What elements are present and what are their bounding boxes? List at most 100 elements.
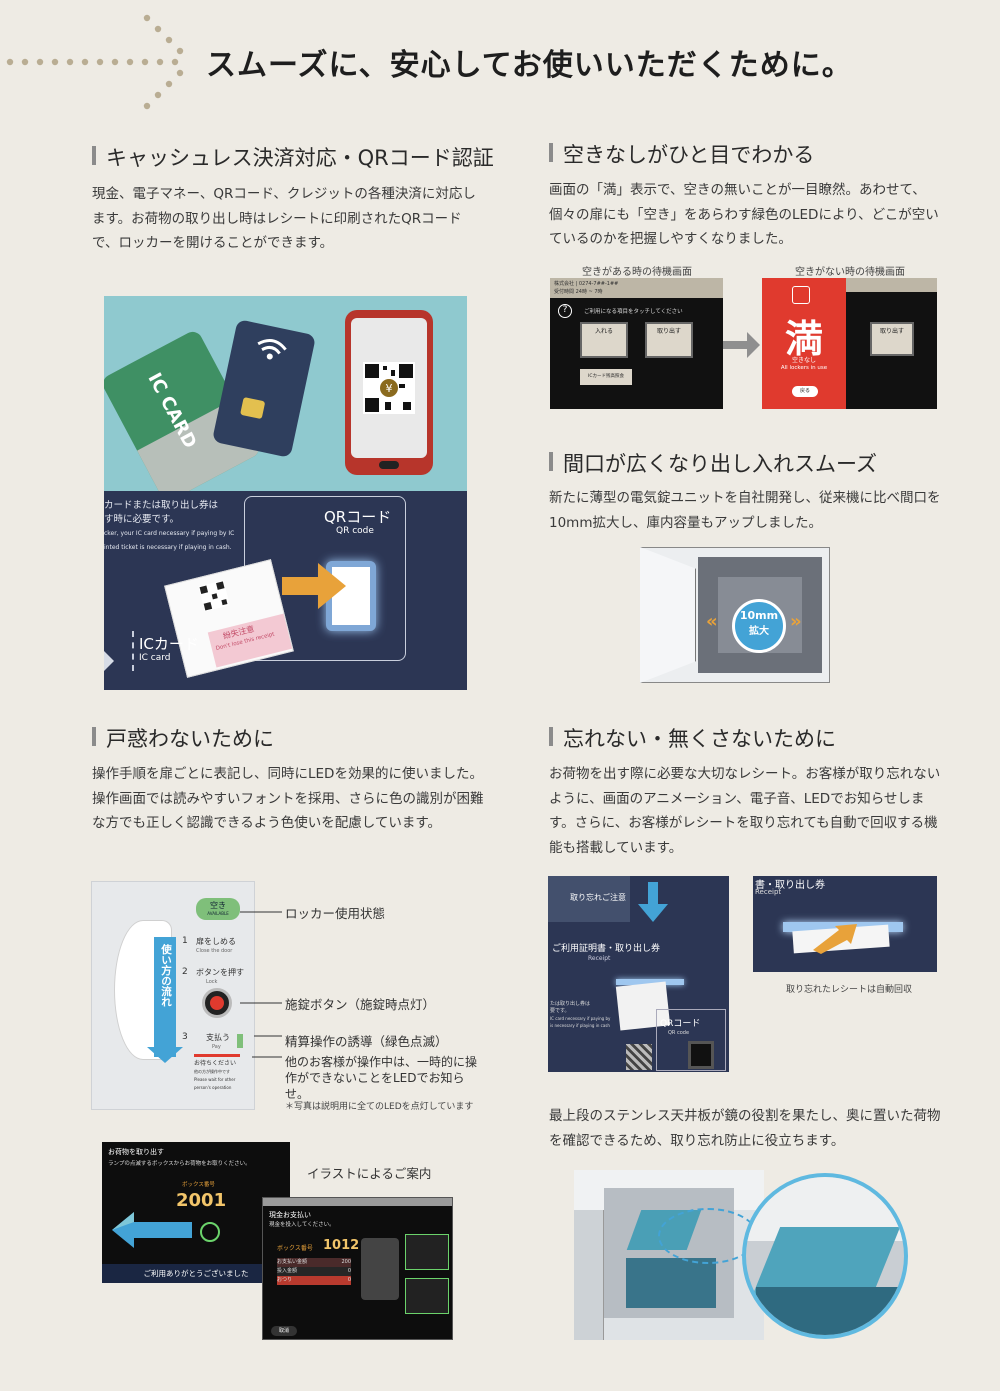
- screen-title: 現金お支払い: [269, 1211, 311, 1219]
- qr-code-icon: [626, 1044, 652, 1070]
- thanks-bar: ご利用ありがとうございました: [102, 1264, 290, 1283]
- step-label: 支払う: [206, 1033, 230, 1042]
- payment-machine-icon: [361, 1238, 399, 1300]
- status-label-jp: 空き: [210, 901, 226, 910]
- screen-sub: ランプの点滅するボックスからお荷物をお取りください。: [108, 1161, 251, 1167]
- insert-arrow-icon: [813, 924, 857, 954]
- pay-led: [237, 1034, 243, 1048]
- step-number: 1: [182, 936, 188, 946]
- locker-panel: カードまたは取り出し券は す時に必要です。 cker, your IC card…: [104, 491, 467, 690]
- photo-note: ＊写真は説明用に全てのLEDを点灯しています: [285, 1102, 474, 1112]
- screen-button-label: 入れる: [594, 328, 613, 335]
- mirror-ceiling-photo: [574, 1170, 764, 1340]
- status-led: 空き AVAILABLE: [196, 898, 240, 920]
- screen-available: 株式会社 | 0274-7##-1## 受付時間 24時 ~ 7時 ? ご利用に…: [550, 278, 723, 409]
- screen-button-label: 取り出す: [656, 328, 681, 335]
- photo-cashless-payment: IC CARD ¥ カードまたは取り出し券は す時に必要です。 cker, yo…: [104, 296, 467, 690]
- ticket-text: たは取り出し券は: [550, 1001, 591, 1007]
- panel-text-line: cker, your IC card necessary if paying b…: [104, 530, 235, 537]
- step-label-en: Pay: [212, 1044, 221, 1050]
- wait-label: お待ちください: [194, 1060, 237, 1067]
- screen-prompt: ご利用になる項目をタッチしてください: [584, 309, 683, 315]
- back-button[interactable]: 戻る: [792, 386, 818, 397]
- receipt-closeup-photo: 書・取り出し券 Receipt: [753, 876, 937, 972]
- ticket-text-en: is necessary if playing in cash: [550, 1023, 610, 1028]
- callout-lock: 施錠ボタン（施錠時点灯）: [285, 997, 436, 1012]
- callout-lines: [240, 911, 282, 1058]
- callout-status: ロッカー使用状態: [285, 906, 386, 921]
- panel-text-line: inted ticket is necessary if playing in …: [104, 544, 232, 551]
- locker-door-panel: 使い方の流れ 空き AVAILABLE 1 扉をしめる Close the do…: [91, 881, 255, 1110]
- svg-text:¥: ¥: [386, 382, 393, 395]
- pay-row-value: 0: [347, 1277, 351, 1283]
- mirror-zoom-circle: [742, 1173, 908, 1339]
- section-title-cashless: キャッシュレス決済対応・QRコード認証: [92, 142, 494, 172]
- insert-arrow-icon: [282, 563, 346, 609]
- pay-row: 投入金額 0: [277, 1267, 351, 1276]
- locker-opening-illustration: 10mm 拡大 « »: [640, 547, 830, 683]
- arrow-down-icon: [638, 882, 668, 922]
- screen-button-out[interactable]: 取り出す: [645, 322, 693, 358]
- step-label: ボタンを押す: [196, 968, 244, 977]
- step-label-en: Lock: [206, 979, 218, 985]
- pay-row-value: 0: [347, 1268, 351, 1274]
- section-title-guidance: 戸惑わないために: [92, 723, 274, 753]
- screen-button-ic[interactable]: ICカード残高照会: [580, 369, 632, 385]
- badge-top: 10mm: [739, 609, 779, 622]
- pay-row-value: 200: [341, 1259, 351, 1265]
- size-badge: 10mm 拡大: [732, 599, 786, 653]
- lock-button[interactable]: [202, 988, 232, 1018]
- receipt-label-en: Receipt: [588, 955, 611, 962]
- receipt-slot-photo: 取り忘れご注意 ご利用証明書・取り出し券 Receipt たは取り出し券は 要で…: [548, 876, 729, 1072]
- usage-flow-label: 使い方の流れ: [160, 944, 172, 1007]
- callout-busy: 他のお客様が操作中は、一時的に操作ができないことをLEDでお知らせ。: [285, 1055, 478, 1101]
- section-body-guidance: 操作手順を扉ごとに表記し、同時にLEDを効果的に使いました。操作画面では読みやす…: [92, 766, 484, 831]
- caption-available-screen: 空きがある時の待機画面: [582, 267, 692, 278]
- pay-row-label: 投入金額: [277, 1268, 298, 1274]
- arrow-left-icon: [112, 1212, 192, 1248]
- chevron-left-icon: «: [706, 611, 718, 632]
- box-label: ボックス番号: [182, 1182, 215, 1188]
- pay-row-label: お支払い金額: [277, 1259, 308, 1265]
- status-label-en: AVAILABLE: [207, 911, 229, 916]
- screen-title: お荷物を取り出す: [108, 1148, 164, 1156]
- step-label-en: Close the door: [196, 948, 233, 954]
- panel-text-line: す時に必要です。: [104, 514, 180, 525]
- qr-reader-label-en: QR code: [668, 1030, 690, 1036]
- step-number: 2: [182, 967, 188, 977]
- usage-flow-arrow: [154, 937, 176, 1057]
- chevron-right-icon: »: [790, 611, 802, 632]
- arrow-right-icon: [723, 332, 760, 358]
- locker-icon: [792, 286, 810, 304]
- pay-row: お支払い金額 200: [277, 1258, 351, 1267]
- closeup-label: 書・取り出し券: [755, 880, 825, 891]
- section-title-opening: 間口が広くなり出し入れスムーズ: [549, 448, 877, 478]
- screen-button-out[interactable]: 取り出す: [870, 322, 914, 356]
- qr-reader-label-en: QR code: [336, 526, 374, 536]
- section-body-opening: 新たに薄型の電気錠ユニットを自社開発し、従来機に比べ間口を10mm拡大し、庫内容…: [549, 490, 941, 531]
- help-icon[interactable]: ?: [558, 304, 572, 318]
- screen-takeout: お荷物を取り出す ランプの点滅するボックスからお荷物をお取りください。 ボックス…: [102, 1142, 290, 1283]
- wait-label: 他の方が操作中です: [194, 1069, 230, 1074]
- full-label-en: All lockers in use: [780, 365, 828, 371]
- dotted-arrow-decoration: [6, 14, 184, 110]
- led-ring-icon: [200, 1222, 220, 1242]
- screen-full: 満 空きなし All lockers in use 戻る 取り出す: [762, 278, 937, 409]
- receipt-label: ご利用証明書・取り出し券: [552, 944, 661, 954]
- page-title: スムーズに、安心してお使いいただくために。: [206, 48, 853, 83]
- section-title-forget: 忘れない・無くさないために: [549, 723, 836, 753]
- qr-reader-label: QRコード: [660, 1019, 701, 1029]
- screen-button-in[interactable]: 入れる: [580, 322, 628, 358]
- callout-pay: 精算操作の誘導（緑色点滅）: [285, 1034, 448, 1049]
- chip-icon: [240, 396, 266, 420]
- step-label: 扉をしめる: [196, 937, 236, 946]
- step-number: 3: [182, 1032, 188, 1042]
- contactless-card-image: [211, 319, 317, 458]
- wait-label-en: person's operation: [194, 1085, 232, 1090]
- smartphone-image: ¥: [345, 310, 433, 475]
- section-body-availability: 画面の「満」表示で、空きの無いことが一目瞭然。あわせて、個々の扉にも「空き」をあ…: [549, 182, 939, 247]
- cancel-button[interactable]: 取消: [271, 1326, 297, 1336]
- box-number: 1012: [323, 1238, 360, 1253]
